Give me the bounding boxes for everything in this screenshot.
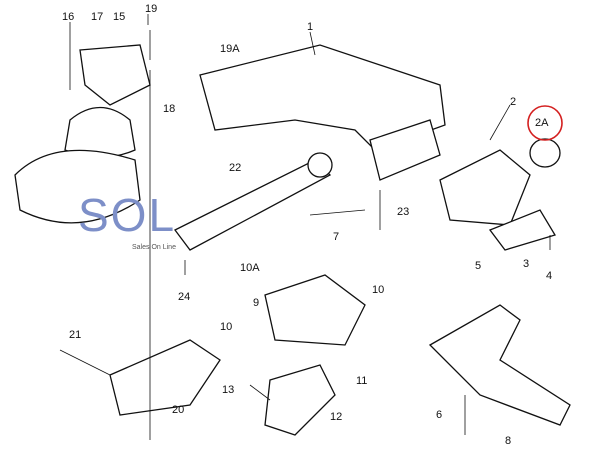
- label-16: 16: [62, 11, 75, 23]
- logo: SOL: [78, 189, 177, 241]
- torque-rod: [174, 159, 332, 251]
- label-18: 18: [163, 103, 176, 115]
- label-19: 19: [145, 3, 158, 15]
- label-12: 12: [330, 411, 343, 423]
- label-1: 1: [307, 21, 314, 33]
- bracket-11: [264, 364, 336, 436]
- control-arm: [428, 304, 571, 426]
- label-13: 13: [222, 384, 235, 396]
- label-17: 17: [91, 11, 104, 23]
- rod-bushing: [307, 152, 333, 178]
- label-10-left: 10: [220, 321, 233, 333]
- bracket-20: [109, 339, 221, 416]
- mount-bracket: [79, 44, 151, 106]
- label-8: 8: [505, 435, 512, 447]
- label-2: 2: [510, 96, 517, 108]
- bushing-2a: [529, 138, 561, 168]
- gearbox-mount: [264, 274, 366, 346]
- label-19a: 19A: [220, 43, 240, 55]
- label-22: 22: [229, 162, 242, 174]
- label-2a: 2A: [535, 117, 549, 129]
- label-24: 24: [178, 291, 191, 303]
- heat-shield: [14, 149, 141, 224]
- right-mount: [439, 149, 531, 226]
- label-5: 5: [475, 260, 482, 272]
- label-7: 7: [333, 231, 340, 243]
- bolts: [59, 30, 551, 435]
- label-10a: 10A: [240, 262, 260, 274]
- label-9: 9: [253, 297, 260, 309]
- label-11: 11: [356, 375, 368, 387]
- label-23: 23: [397, 206, 410, 218]
- logo-subtitle: Sales On Line: [132, 244, 176, 251]
- label-15: 15: [113, 11, 126, 23]
- label-3: 3: [523, 258, 530, 270]
- leader-lines: [69, 14, 511, 440]
- label-6: 6: [436, 409, 443, 421]
- label-21: 21: [69, 329, 82, 341]
- label-20: 20: [172, 404, 185, 416]
- label-10-right: 10: [372, 284, 385, 296]
- subframe-arm: [369, 119, 441, 181]
- highlight-circle: [527, 105, 563, 141]
- label-4: 4: [546, 270, 553, 282]
- bracket-3: [488, 209, 556, 251]
